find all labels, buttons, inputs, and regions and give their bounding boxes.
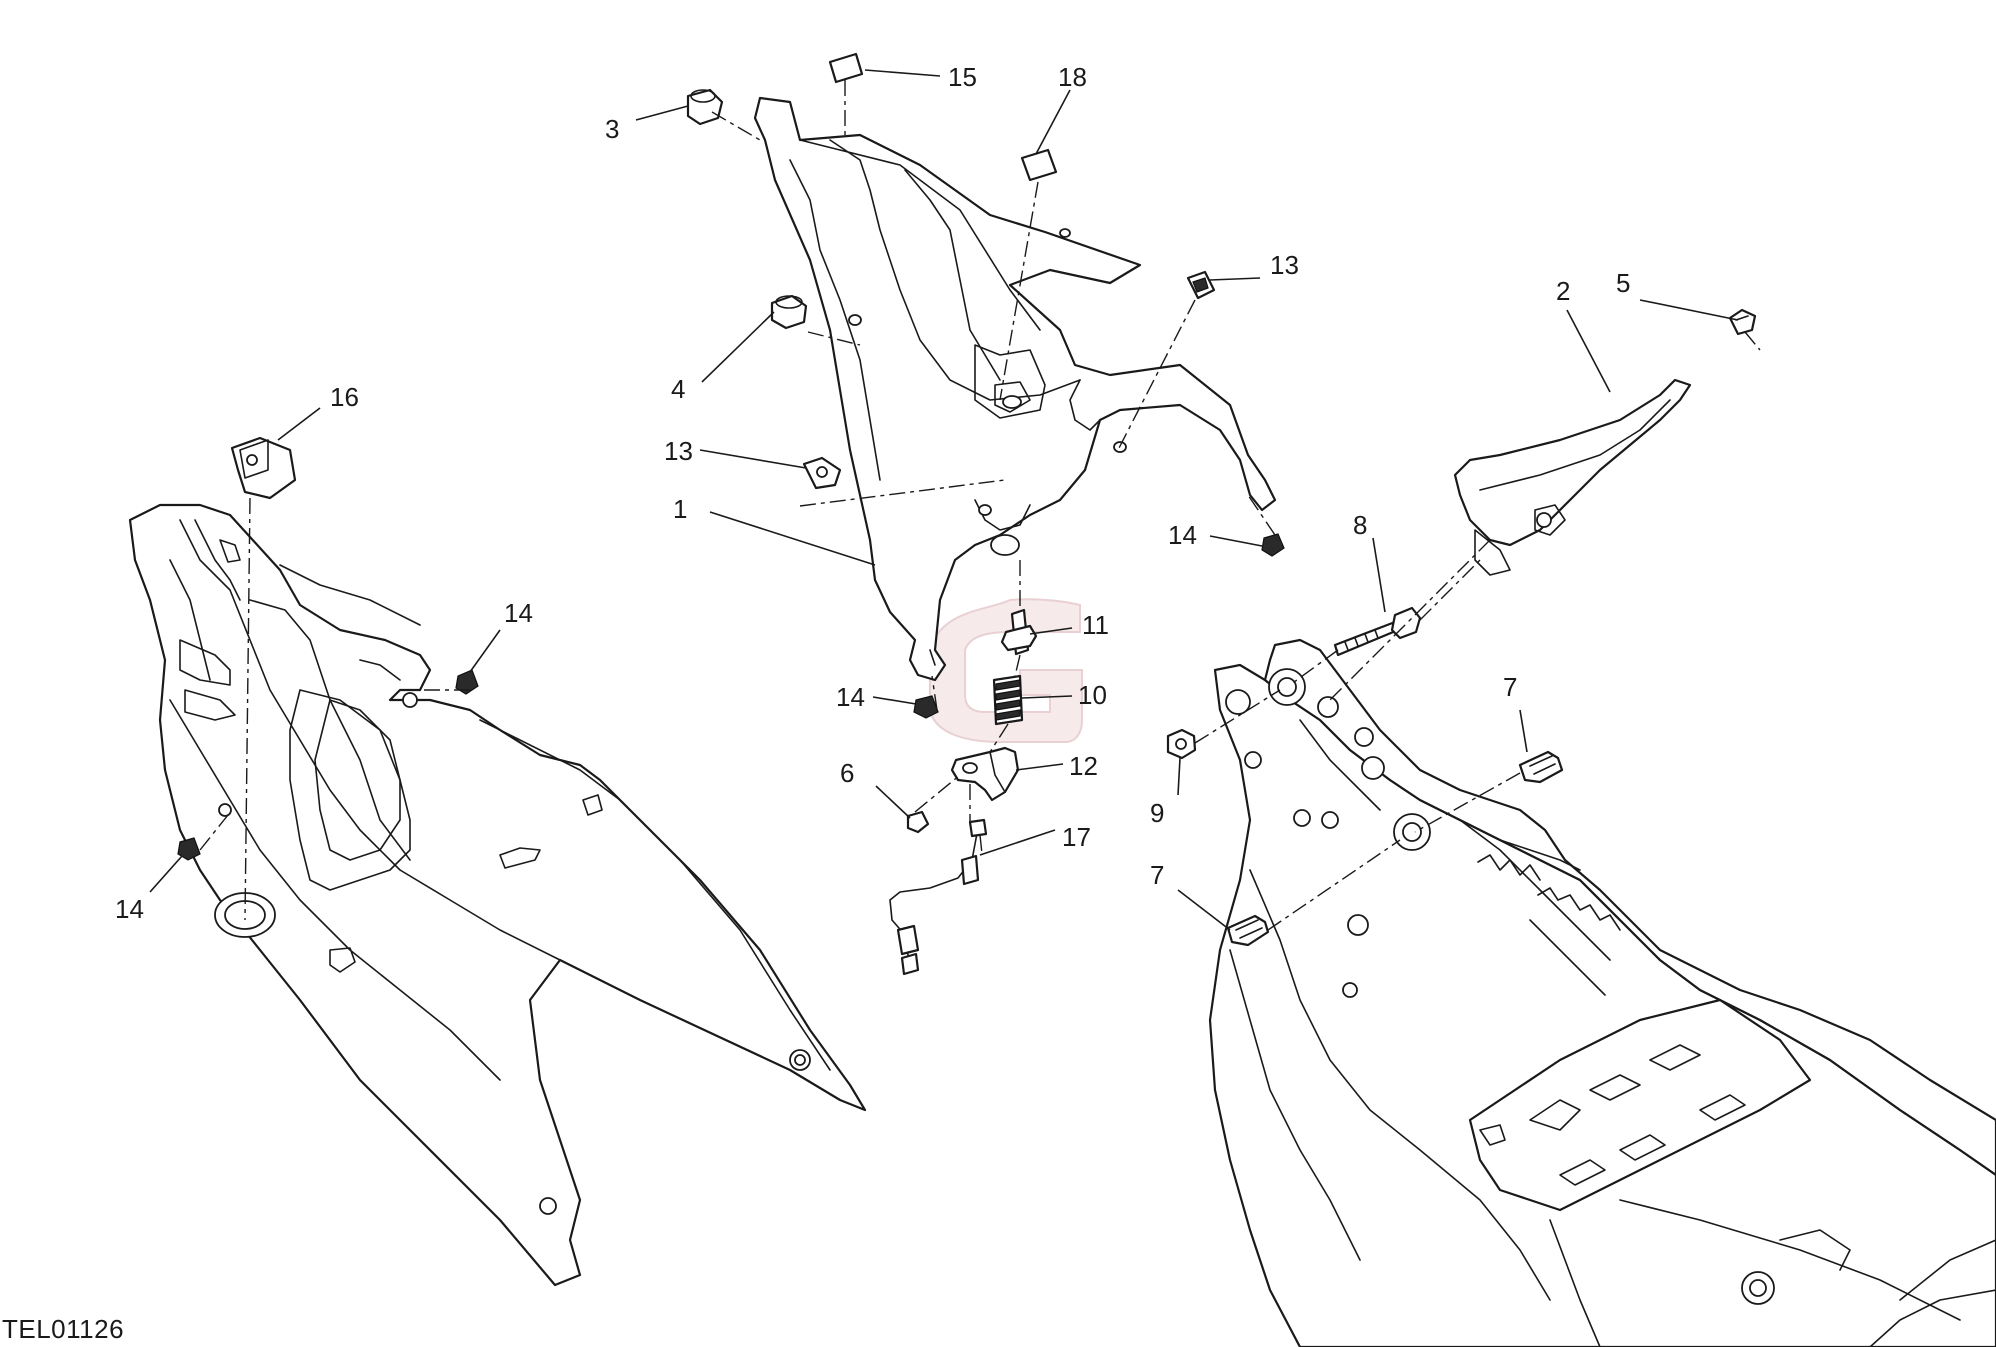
pad-18	[1020, 148, 1058, 182]
callout-14-left-upper: 14	[504, 598, 533, 628]
callout-2: 2	[1556, 276, 1570, 306]
callout-13-lower: 13	[664, 436, 693, 466]
callout-labels: 15 3 18 4 13 5 2 16 13 1 14 8 11 14 14 1…	[115, 62, 1630, 924]
callout-7-lower: 7	[1150, 860, 1164, 890]
screw-5	[1728, 308, 1757, 336]
clip-14-left-lower	[177, 837, 201, 861]
rear-strap	[1453, 378, 1692, 576]
pad-15	[828, 52, 864, 84]
callout-16: 16	[330, 382, 359, 412]
callout-14-middle: 14	[836, 682, 865, 712]
bolt-7-lower	[1226, 914, 1270, 947]
callout-15: 15	[948, 62, 977, 92]
callout-12: 12	[1069, 751, 1098, 781]
assembly-lines	[199, 80, 1761, 931]
tail-support-bracket	[753, 96, 1277, 682]
callout-7-upper: 7	[1503, 672, 1517, 702]
callout-18: 18	[1058, 62, 1087, 92]
callout-13-upper: 13	[1270, 250, 1299, 280]
screw-6	[906, 810, 930, 834]
screw-11	[1000, 608, 1038, 656]
sensor-17	[889, 818, 988, 976]
rear-frame	[1208, 638, 1996, 1347]
clip-13-upper	[1186, 270, 1216, 300]
callout-9: 9	[1150, 798, 1164, 828]
clip-14-middle	[913, 695, 939, 719]
callout-1: 1	[673, 494, 687, 524]
rubber-bumper-3	[686, 88, 724, 126]
nut-9	[1166, 728, 1197, 760]
left-side-fairing	[128, 503, 867, 1287]
bolt-7-upper	[1518, 750, 1564, 784]
leader-lines	[149, 69, 1739, 931]
callout-14-upper-right: 14	[1168, 520, 1197, 550]
clip-14-left-upper	[455, 669, 479, 695]
drawing-code: TEL01126	[2, 1314, 125, 1344]
callout-5: 5	[1616, 268, 1630, 298]
callout-3: 3	[605, 114, 619, 144]
callout-10: 10	[1078, 680, 1107, 710]
callout-14-left-lower: 14	[115, 894, 144, 924]
clip-13-lower	[802, 456, 842, 490]
callout-4: 4	[671, 374, 685, 404]
spring-10	[992, 674, 1024, 726]
bracket-16	[230, 436, 297, 500]
clip-14-upper-right	[1261, 533, 1285, 557]
callout-6: 6	[840, 758, 854, 788]
bolt-8	[1333, 606, 1422, 657]
callout-11: 11	[1082, 610, 1109, 640]
bracket-12	[950, 746, 1020, 802]
callout-8: 8	[1353, 510, 1367, 540]
callout-17: 17	[1062, 822, 1091, 852]
rubber-bumper-4	[770, 294, 808, 330]
